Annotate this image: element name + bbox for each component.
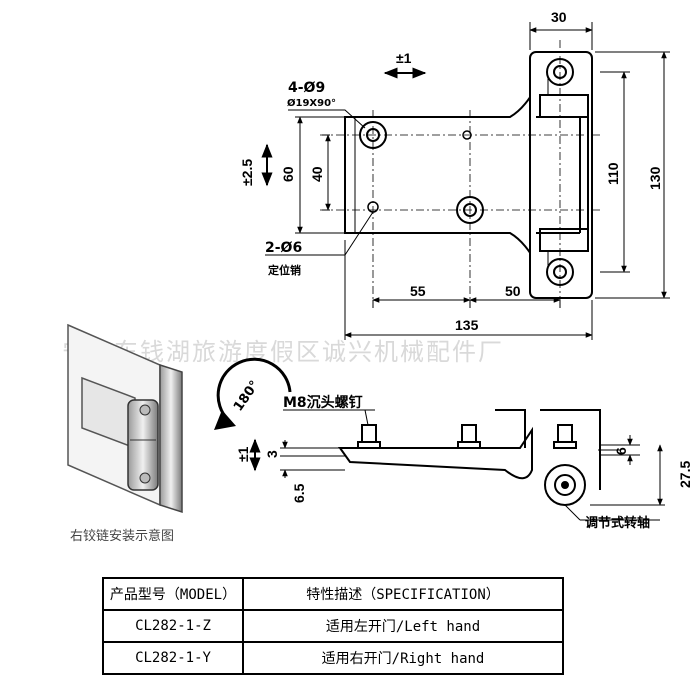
dim-height-110: 110 bbox=[605, 162, 621, 185]
dim-pin-spec: 2-Ø6 bbox=[265, 240, 302, 256]
header-model: 产品型号（MODEL） bbox=[102, 577, 244, 611]
table-row: CL282-1-Y 适用右开门/Right hand bbox=[102, 641, 564, 675]
center-lines bbox=[320, 40, 600, 300]
row-spec: 适用右开门/Right hand bbox=[242, 641, 564, 675]
dim-height-60: 60 bbox=[280, 166, 296, 182]
dim-span-55: 55 bbox=[410, 283, 426, 299]
dim-height-40: 40 bbox=[309, 166, 325, 182]
row-spec: 适用左开门/Left hand bbox=[242, 609, 564, 643]
bracket bbox=[495, 409, 526, 448]
spec-table: 产品型号（MODEL） 特性描述（SPECIFICATION） CL282-1-… bbox=[102, 577, 564, 675]
row-model: CL282-1-Z bbox=[102, 609, 244, 643]
dim-play-horizontal: ±1 bbox=[396, 50, 412, 66]
dim-side-6: 6 bbox=[613, 447, 629, 455]
dim-side-27-5: 27.5 bbox=[677, 461, 693, 488]
dim-span-50: 50 bbox=[505, 283, 521, 299]
front-view bbox=[344, 51, 593, 299]
dim-play-vertical: ±2.5 bbox=[239, 159, 255, 186]
row-model: CL282-1-Y bbox=[102, 641, 244, 675]
header-spec: 特性描述（SPECIFICATION） bbox=[242, 577, 564, 611]
installation-photo bbox=[67, 323, 183, 514]
dim-top-width: 30 bbox=[551, 9, 567, 25]
dim-countersink: Ø19X90° bbox=[287, 97, 336, 109]
screw-label: M8沉头螺钉 bbox=[283, 394, 363, 411]
dim-height-130: 130 bbox=[647, 166, 663, 190]
axle-label: 调节式转轴 bbox=[585, 515, 650, 531]
table-row: CL282-1-Z 适用左开门/Left hand bbox=[102, 609, 564, 643]
dim-width-135: 135 bbox=[455, 317, 479, 333]
hinge-plate bbox=[344, 84, 537, 266]
front-dimensions bbox=[261, 22, 670, 340]
table-header-row: 产品型号（MODEL） 特性描述（SPECIFICATION） bbox=[102, 577, 564, 611]
dim-side-3: 3 bbox=[264, 450, 280, 458]
hinge-knuckle bbox=[529, 51, 593, 299]
rotation-indicator: 180° bbox=[214, 357, 292, 430]
install-caption: 右铰链安装示意图 bbox=[70, 528, 174, 544]
side-plate bbox=[338, 426, 533, 480]
dim-hole-spec: 4-Ø9 bbox=[288, 80, 325, 96]
dim-side-6-5: 6.5 bbox=[291, 483, 307, 503]
dim-pin-label: 定位销 bbox=[268, 263, 301, 277]
side-view bbox=[338, 409, 620, 506]
side-dimensions bbox=[249, 435, 665, 521]
dim-play-vertical-side: ±1 bbox=[235, 446, 251, 462]
